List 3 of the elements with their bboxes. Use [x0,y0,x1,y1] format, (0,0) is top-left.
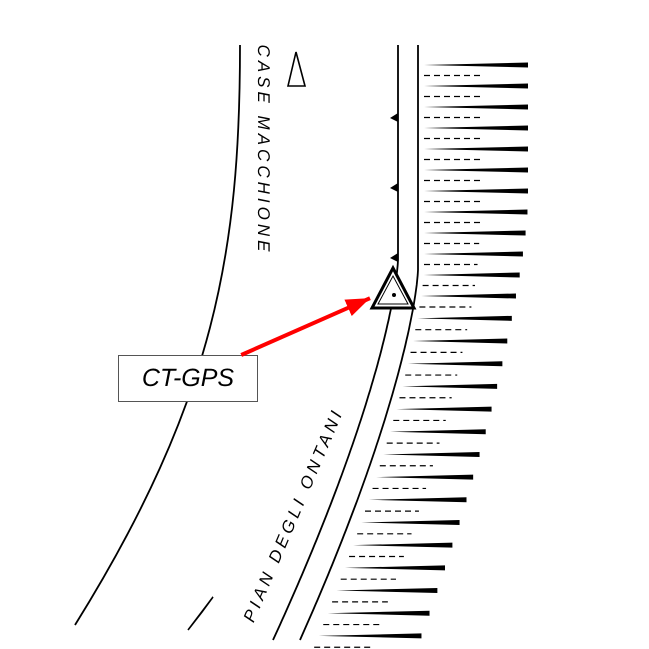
leader-arrow [240,296,371,357]
callout-box: CT-GPS [118,355,258,402]
place-name: CASE MACCHIONE [253,44,273,256]
